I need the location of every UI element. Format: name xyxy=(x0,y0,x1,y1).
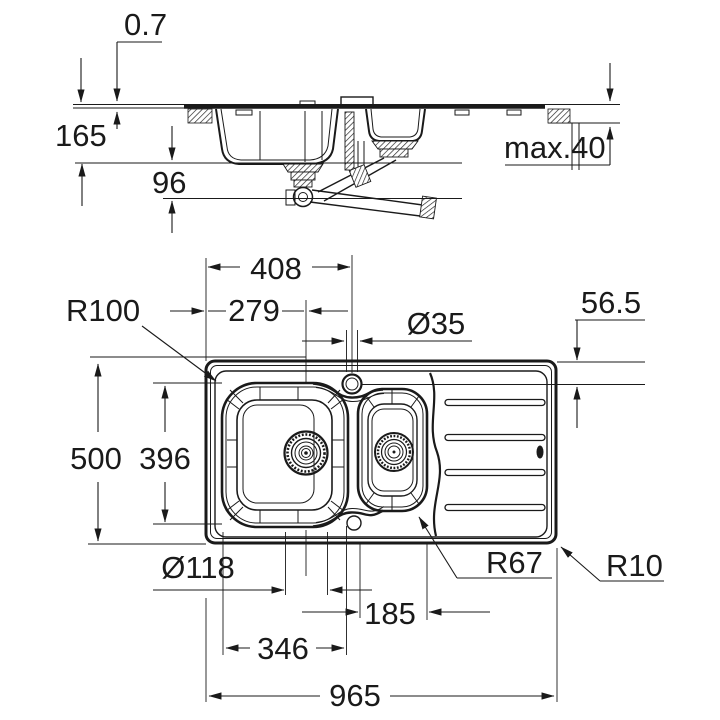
dim-bowl-width: 346 xyxy=(222,526,347,666)
dim-outline-radius: R10 xyxy=(560,546,664,583)
dim-small-bowl-width: 185 xyxy=(302,542,490,631)
mounting-clip xyxy=(454,109,470,116)
dim-tap-hole-label: Ø35 xyxy=(407,306,466,341)
waste-control-rod xyxy=(344,111,355,171)
drainboard-hole xyxy=(536,445,544,459)
small-drain-flange xyxy=(371,140,419,150)
dim-edge-to-tap-label: 408 xyxy=(250,251,302,286)
overflow-hole xyxy=(346,515,362,531)
dim-small-bowl-width-label: 185 xyxy=(364,596,416,631)
dim-tap-offset: 56.5 xyxy=(362,285,645,428)
dim-small-bowl-radius: R67 xyxy=(418,516,552,580)
dim-trap-depth-label: 96 xyxy=(152,165,186,200)
trap-elbow xyxy=(292,186,314,208)
drain-groove xyxy=(444,503,546,512)
waste-control-knob xyxy=(340,96,374,107)
sink-outline xyxy=(204,359,558,545)
small-drain xyxy=(374,432,414,472)
faucet-hole xyxy=(341,373,363,395)
dim-bowl-depth: 396 xyxy=(139,382,222,525)
drain-groove xyxy=(444,433,546,442)
dim-overall-width: 965 xyxy=(205,548,558,713)
dim-edge-to-tap: 408 xyxy=(207,251,351,286)
main-bowl-section xyxy=(215,108,339,165)
small-bowl-facet-lines xyxy=(365,390,420,510)
small-bowl xyxy=(356,387,429,513)
dim-depth-total-label: 165 xyxy=(55,118,107,153)
main-drain-flange xyxy=(282,163,324,173)
dim-counter-max-label: max.40 xyxy=(504,130,606,165)
counter-section-right xyxy=(547,108,571,124)
dim-overall-depth: 500 xyxy=(70,363,206,545)
rim-saddle-top xyxy=(312,382,384,399)
dim-rim-height-label: 0.7 xyxy=(124,7,167,42)
dim-tap-hole: Ø35 xyxy=(302,306,472,372)
drainboard xyxy=(428,372,546,537)
dim-depth-total: 165 xyxy=(55,58,462,206)
dim-trap-depth: 96 xyxy=(152,126,462,233)
mounting-clip xyxy=(235,109,253,116)
dim-tap-offset-label: 56.5 xyxy=(581,285,641,320)
bowl-facet-lines xyxy=(225,387,345,523)
dim-outline-radius-label: R10 xyxy=(606,548,663,583)
dim-small-bowl-radius-label: R67 xyxy=(486,545,543,580)
dim-bowl-width-label: 346 xyxy=(257,631,309,666)
main-drain xyxy=(283,430,329,476)
drain-groove xyxy=(444,468,546,477)
dim-edge-to-drain: 279 xyxy=(170,293,348,328)
dim-counter-max: max.40 xyxy=(504,63,614,166)
dim-overall-depth-label: 500 xyxy=(70,441,122,476)
mounting-clip xyxy=(299,100,316,107)
side-view: 0.7 165 96 max.40 xyxy=(55,7,620,233)
dim-overall-width-label: 965 xyxy=(329,678,381,713)
strainer-body xyxy=(290,171,316,181)
dim-drain-dia-label: Ø118 xyxy=(161,550,235,585)
drain-groove xyxy=(444,398,546,407)
counter-section-left xyxy=(187,108,213,124)
sink-flange-edge xyxy=(214,370,548,538)
strainer-nut xyxy=(293,179,313,188)
tailpipe-nut xyxy=(348,164,372,188)
dim-rim-height: 0.7 xyxy=(113,7,167,129)
mounting-clip xyxy=(506,109,522,116)
dim-drain-dia: Ø118 xyxy=(153,532,372,595)
main-bowl xyxy=(220,381,350,529)
dim-bowl-depth-label: 396 xyxy=(139,441,191,476)
dim-bowl-corner-radius-label: R100 xyxy=(66,293,140,328)
dim-bowl-corner-radius: R100 xyxy=(66,293,217,382)
rim-saddle-bottom xyxy=(312,509,384,528)
dim-edge-to-drain-label: 279 xyxy=(228,293,280,328)
outlet-nut xyxy=(419,195,437,220)
plan-view: 408 279 Ø35 56.5 xyxy=(66,251,664,713)
